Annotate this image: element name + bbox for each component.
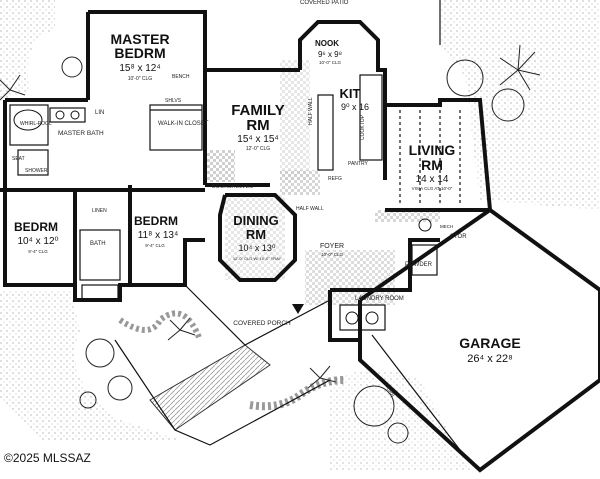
room-name: BEDRM: [114, 45, 165, 61]
foyer-label: FOYER: [320, 243, 344, 250]
walk-in-closet-label: WALK-IN CLOSET: [158, 121, 209, 127]
room-name: BEDRM: [14, 220, 58, 234]
laundry-room-label: LAUNDRY ROOM: [355, 296, 404, 302]
room-name: BEDRM: [134, 214, 178, 228]
room-name: LIVING: [409, 142, 456, 158]
room-name: RM: [246, 117, 269, 134]
room-dims: 9⁰ x 16⁲: [341, 102, 369, 112]
room-note: 12'-0" CLG: [246, 146, 271, 152]
room-name: DINING: [233, 213, 279, 228]
lin-label: LIN: [95, 110, 104, 116]
bookshelves-label: BOOKSHELVES: [212, 184, 253, 190]
room-name: KIT: [340, 86, 361, 101]
room-note: 12'-0" CLG W/ 10'-0" TRAY: [233, 256, 282, 261]
seat-label: SEAT: [12, 156, 25, 162]
bath-label: BATH: [90, 241, 106, 247]
room-note: 9'-4" CLG: [145, 243, 165, 248]
tree-icon: [108, 376, 132, 400]
cooktop-label: COOKTOP: [360, 114, 366, 140]
master-bath-label: MASTER BATH: [58, 130, 104, 137]
room-dims: 15⁸ x 12⁴: [119, 63, 160, 74]
room-dims: 10⁴ x 12⁰: [17, 236, 58, 247]
room-dims: 10⁴ x 13⁰: [239, 243, 276, 253]
whirlpool-label: WHIRL-POOL: [20, 121, 52, 127]
linen-label: LINEN: [92, 208, 107, 214]
room-name: GARAGE: [459, 335, 520, 351]
shlvs-label: SHLVS: [165, 98, 182, 104]
room-dims: 11⁸ x 13⁴: [138, 230, 179, 241]
pantry-label: PANTRY: [348, 161, 368, 167]
palm-icon: [168, 318, 195, 340]
tree-icon: [62, 57, 82, 77]
room-dims: 15⁴ x 15⁴: [237, 134, 278, 145]
room-name: RM: [246, 227, 266, 242]
copyright-watermark: ©2025 MLSSAZ: [4, 451, 91, 465]
covered-porch-label: COVERED PORCH: [233, 320, 291, 327]
shower-label: SHOWER: [25, 168, 48, 174]
entry-arrow-icon: [292, 304, 304, 314]
bench-label: BENCH: [172, 74, 190, 80]
room-note: VISIA CLG AT 10'-0": [412, 186, 453, 191]
front-walkway: [120, 313, 345, 430]
room-note: 9'-4" CLG: [28, 249, 48, 254]
room-dims: 26⁴ x 22⁸: [467, 353, 512, 365]
half-wall-label: HALF WALL: [296, 206, 324, 212]
powder-label: POWDER: [405, 262, 433, 268]
room-name: RM: [421, 157, 443, 173]
tree-icon: [86, 339, 114, 367]
room-dims: 9⁶ x 9⁸: [318, 50, 342, 59]
stor-label: STOR: [450, 234, 467, 240]
room-name: NOOK: [315, 39, 339, 48]
room-note: 10'-0" CLG: [128, 76, 153, 82]
room-note: 10'-0" CLG: [319, 60, 341, 65]
covered-patio-label: COVERED PATIO: [300, 0, 349, 6]
room-dims: 14⁲ x 14⁲: [416, 174, 449, 185]
refg-label: REFG: [328, 176, 342, 182]
mech-label: MECH: [440, 224, 453, 229]
half-wall-label: HALF WALL: [308, 97, 314, 125]
foyer-note: 10'-0" CLG: [321, 252, 343, 257]
